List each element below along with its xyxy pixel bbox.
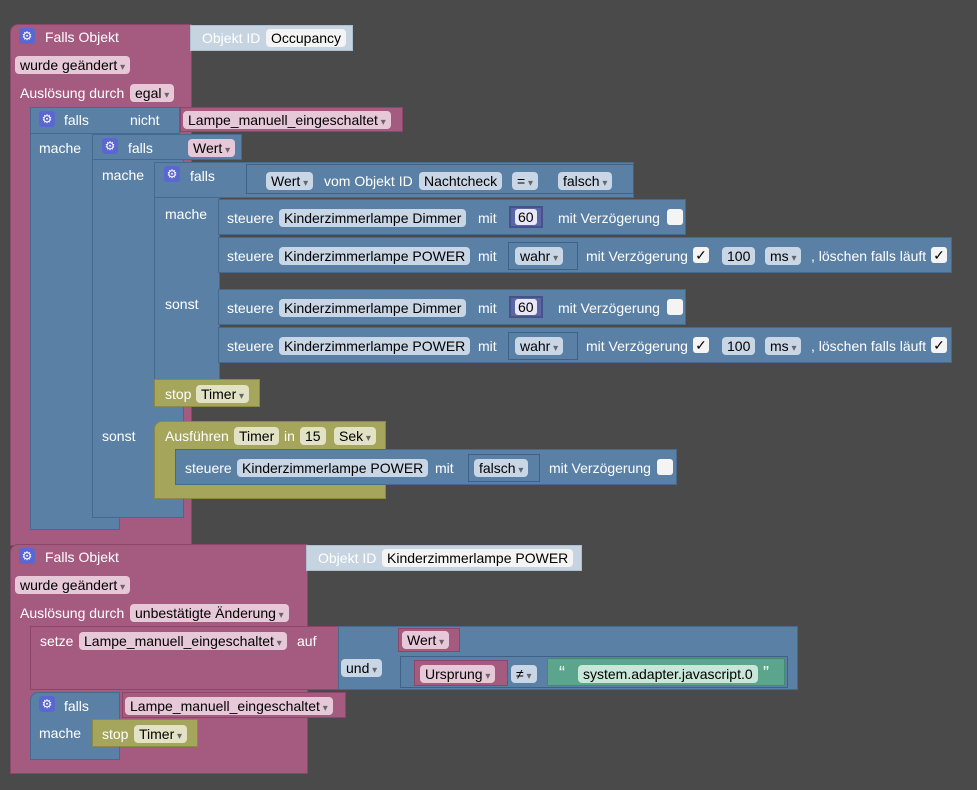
gear-icon[interactable]: ⚙	[39, 111, 55, 127]
if1-var-dropdown[interactable]: Lampe_manuell_eingeschaltet	[183, 111, 391, 129]
if3-falls-label: falls	[190, 168, 215, 184]
check-icon[interactable]: ✓	[693, 247, 709, 263]
objid-field[interactable]: Occupancy	[266, 29, 347, 47]
falsch-dropdown[interactable]: falsch	[474, 459, 529, 477]
steuere-label: steuere	[185, 460, 232, 476]
und-dropdown[interactable]: und	[341, 659, 383, 677]
quote-close: ”	[763, 663, 769, 683]
steuere-power-field[interactable]: Kinderzimmerlampe POWER	[279, 337, 471, 355]
delay-label: mit Verzögerung	[558, 300, 660, 316]
exec-timer-field[interactable]: Timer	[234, 427, 280, 445]
exec-num-field[interactable]: 15	[300, 427, 326, 445]
if4-falls-label: falls	[64, 698, 89, 714]
exec-label: Ausführen	[165, 428, 229, 444]
check-icon[interactable]: ✓	[931, 337, 947, 353]
if2-sonst-label: sonst	[102, 428, 136, 444]
setze-label: setze	[40, 633, 74, 649]
ms-value-field[interactable]: 100	[722, 247, 756, 265]
mit-label: mit	[478, 338, 497, 354]
if3-wert-dropdown[interactable]: Wert	[266, 172, 314, 190]
gear-icon[interactable]: ⚙	[19, 548, 35, 564]
stop-timer-dropdown[interactable]: Timer	[196, 385, 250, 403]
event-header: Falls Objekt	[45, 549, 119, 565]
mit-label: mit	[478, 210, 497, 226]
clear-label: , löschen falls läuft	[811, 338, 927, 354]
gear-icon[interactable]: ⚙	[164, 166, 180, 182]
objid-label: Objekt ID	[318, 550, 377, 566]
if2-cond-dropdown[interactable]: Wert	[188, 139, 236, 157]
steuere-label: steuere	[227, 338, 274, 354]
check-icon[interactable]: ✓	[693, 337, 709, 353]
delay-checkbox[interactable]	[667, 299, 683, 315]
string-field[interactable]: system.adapter.javascript.0	[578, 665, 758, 683]
gear-icon[interactable]: ⚙	[39, 696, 55, 712]
delay-label: mit Verzögerung	[586, 338, 688, 354]
if1-not-label: nicht	[130, 112, 160, 128]
if2-mache-label: mache	[102, 167, 145, 183]
setze-var-dropdown[interactable]: Lampe_manuell_eingeschaltet	[79, 632, 287, 650]
neq-dropdown[interactable]: ≠	[511, 665, 537, 683]
changed-dropdown[interactable]: wurde geändert	[15, 576, 131, 594]
auf-label: auf	[297, 633, 317, 649]
trigger-label: Auslösung durch	[20, 85, 125, 101]
gear-icon[interactable]: ⚙	[102, 138, 118, 154]
steuere-label: steuere	[227, 248, 274, 264]
value-60-number[interactable]: 60	[509, 206, 543, 228]
mit-label: mit	[435, 460, 454, 476]
delay-checkbox[interactable]	[667, 209, 683, 225]
trigger-label: Auslösung durch	[20, 605, 125, 621]
if1-falls-label: falls	[64, 112, 89, 128]
event-header: Falls Objekt	[45, 29, 119, 45]
objid-label: Objekt ID	[202, 30, 261, 46]
steuere-power-field[interactable]: Kinderzimmerlampe POWER	[279, 247, 471, 265]
wahr-dropdown[interactable]: wahr	[515, 337, 564, 355]
delay-label: mit Verzögerung	[558, 210, 660, 226]
stop-label: stop	[165, 386, 192, 402]
und-wert-dropdown[interactable]: Wert	[402, 631, 450, 649]
quote-open: “	[559, 663, 565, 683]
if3-sonst-label: sonst	[165, 296, 199, 312]
if4-var-dropdown[interactable]: Lampe_manuell_eingeschaltet	[125, 697, 333, 715]
if1-mache-label: mache	[39, 140, 82, 156]
steuere-power-block-1[interactable]	[218, 237, 952, 273]
steuere-dimmer-field[interactable]: Kinderzimmerlampe Dimmer	[279, 209, 467, 227]
ms-value-field[interactable]: 100	[722, 337, 756, 355]
steuere-label: steuere	[227, 300, 274, 316]
exec-unit-dropdown[interactable]: Sek	[334, 427, 376, 445]
if2-falls-label: falls	[128, 140, 153, 156]
ms-unit-dropdown[interactable]: ms	[765, 337, 802, 355]
exec-in-label: in	[284, 428, 295, 444]
delay-label: mit Verzögerung	[586, 248, 688, 264]
if4-mache-label: mache	[39, 725, 82, 741]
mit-label: mit	[478, 248, 497, 264]
delay-checkbox[interactable]	[657, 459, 673, 475]
stop-label: stop	[102, 726, 129, 742]
objid-field[interactable]: Kinderzimmerlampe POWER	[382, 549, 574, 567]
clear-label: , löschen falls läuft	[811, 248, 927, 264]
steuere-label: steuere	[227, 210, 274, 226]
value-60-number[interactable]: 60	[509, 296, 543, 318]
delay-label: mit Verzögerung	[549, 460, 651, 476]
mit-label: mit	[478, 300, 497, 316]
trigger-dropdown[interactable]: egal	[130, 84, 175, 102]
trigger-dropdown[interactable]: unbestätigte Änderung	[130, 604, 289, 622]
if3-val-dropdown[interactable]: falsch	[558, 172, 613, 190]
check-icon[interactable]: ✓	[931, 247, 947, 263]
if3-op-dropdown[interactable]: =	[512, 172, 538, 190]
if3-vom-label: vom Objekt ID	[324, 173, 413, 189]
stop-timer-dropdown[interactable]: Timer	[134, 725, 188, 743]
wahr-dropdown[interactable]: wahr	[515, 247, 564, 265]
gear-icon[interactable]: ⚙	[19, 28, 35, 44]
if3-mache-label: mache	[165, 206, 208, 222]
if3-objid-field[interactable]: Nachtcheck	[419, 172, 503, 190]
ms-unit-dropdown[interactable]: ms	[765, 247, 802, 265]
steuere-power-field[interactable]: Kinderzimmerlampe POWER	[237, 459, 429, 477]
ursprung-dropdown[interactable]: Ursprung	[420, 665, 496, 683]
changed-dropdown[interactable]: wurde geändert	[15, 56, 131, 74]
steuere-dimmer-field[interactable]: Kinderzimmerlampe Dimmer	[279, 299, 467, 317]
